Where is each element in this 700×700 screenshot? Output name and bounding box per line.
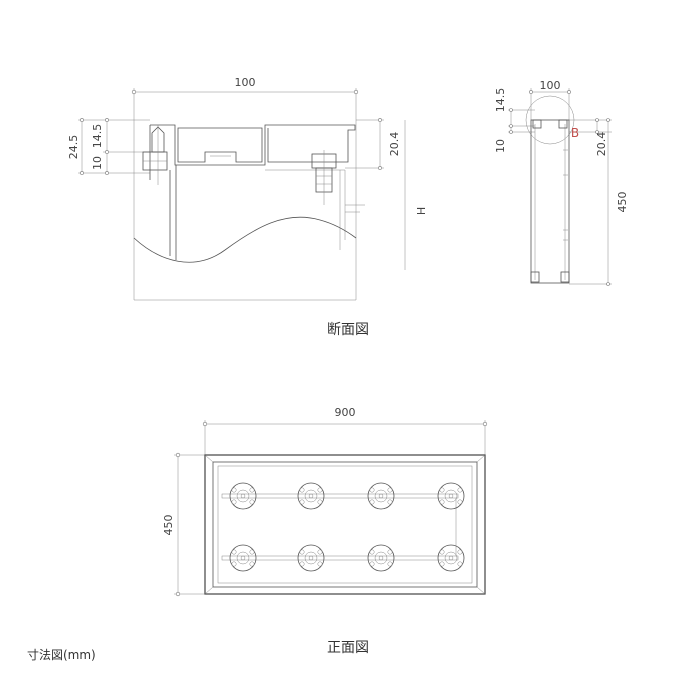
fitting	[437, 482, 465, 510]
section-dim-20-4: 20.4	[388, 132, 401, 157]
front-width-dim: 900	[335, 406, 356, 419]
side-dim-14-5: 14.5	[494, 88, 507, 113]
units-label: 寸法図(mm)	[27, 648, 96, 662]
section-dim-14-5: 14.5	[91, 124, 104, 149]
side-dim-450: 450	[616, 192, 629, 213]
fitting	[367, 482, 395, 510]
fitting	[297, 544, 325, 572]
side-dim-10: 10	[494, 139, 507, 153]
section-view: 100 24.5 14.5 10 20.4 H	[67, 76, 428, 338]
side-view: 100 14.5 10 20.4 450	[494, 79, 629, 286]
fitting	[229, 482, 257, 510]
side-dim-20-4: 20.4	[595, 132, 608, 157]
section-dim-10: 10	[91, 156, 104, 170]
fitting	[367, 544, 395, 572]
section-height-label: H	[415, 207, 428, 215]
fitting	[437, 544, 465, 572]
section-dim-24-5: 24.5	[67, 135, 80, 160]
section-caption: 断面図	[327, 322, 369, 338]
front-view: 900 450	[162, 406, 488, 656]
side-detail-label: B	[571, 126, 579, 140]
front-caption: 正面図	[327, 640, 369, 656]
fitting	[297, 482, 325, 510]
section-width-dim: 100	[235, 76, 256, 89]
side-width-dim: 100	[540, 79, 561, 92]
fitting	[229, 544, 257, 572]
front-height-dim: 450	[162, 515, 175, 536]
